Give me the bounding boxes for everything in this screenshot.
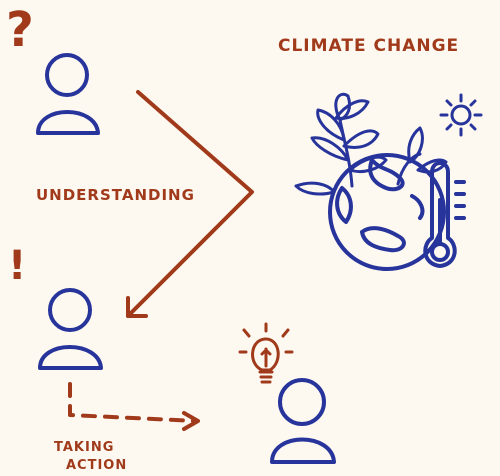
arrow-icon-action: [68, 382, 200, 431]
arrow-icon-understanding: [126, 90, 254, 318]
exclamation-mark: !: [8, 243, 27, 289]
plant-icon: [294, 92, 448, 196]
taking-action-label-line2: ACTION: [66, 458, 128, 473]
earth-icon: [328, 153, 446, 271]
question-mark: ?: [6, 2, 34, 58]
thermometer-icon: [423, 161, 466, 268]
sun-icon: [439, 93, 483, 137]
taking-action-label-line1: TAKING: [54, 440, 115, 455]
person-icon-top: [36, 53, 100, 135]
title-label: CLIMATE CHANGE: [278, 36, 460, 56]
person-icon-middle: [38, 288, 103, 370]
lightbulb-icon: [238, 322, 294, 384]
understanding-label: UNDERSTANDING: [36, 186, 195, 204]
person-icon-bottom: [270, 378, 336, 464]
